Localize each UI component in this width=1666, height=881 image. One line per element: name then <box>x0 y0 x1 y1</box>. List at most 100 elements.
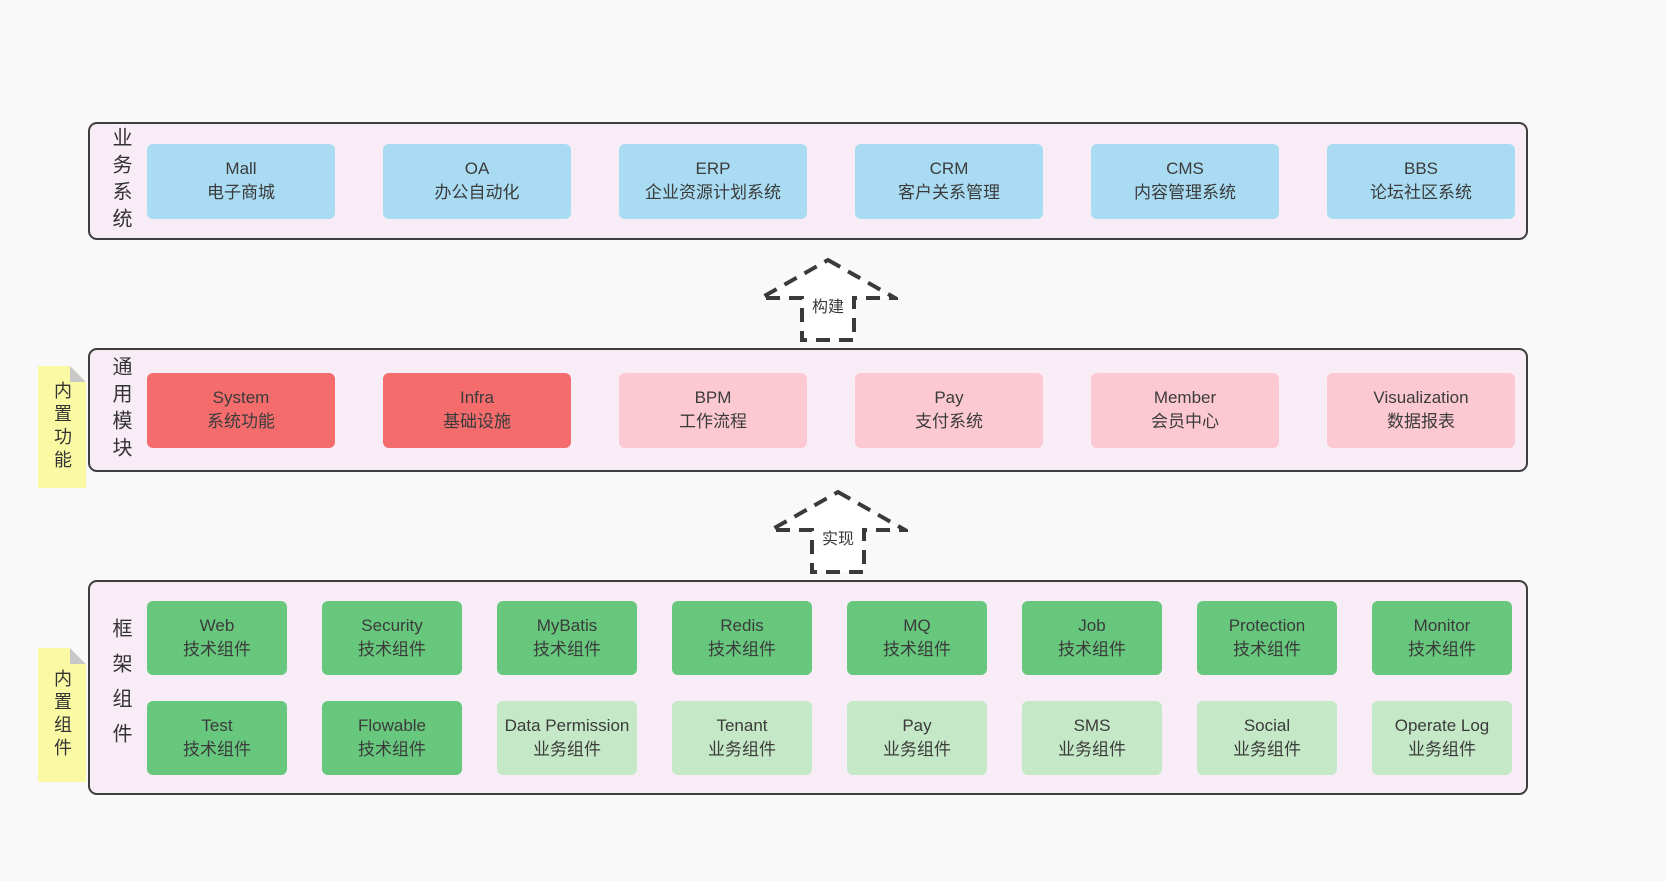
box-subtitle: 业务组件 <box>1233 739 1301 759</box>
builtin-components-note: 内置组件 <box>38 648 86 782</box>
note-fold-corner-icon <box>70 648 86 664</box>
box-subtitle: 工作流程 <box>679 412 747 431</box>
diagram-box-oa: OA 办公自动化 <box>383 143 571 219</box>
box-subtitle: 技术组件 <box>708 639 776 659</box>
box-title: Security <box>361 615 423 635</box>
diagram-box-erp: ERP 企业资源计划系统 <box>619 143 807 219</box>
diagram-box-test: Test 技术组件 <box>147 700 287 775</box>
diagram-box-data-permission: Data Permission 业务组件 <box>497 700 637 775</box>
diagram-box-cms: CMS 内容管理系统 <box>1091 143 1279 219</box>
box-subtitle: 技术组件 <box>358 639 426 659</box>
box-subtitle: 技术组件 <box>1408 639 1476 659</box>
box-subtitle: 业务组件 <box>1058 739 1126 759</box>
box-subtitle: 业务组件 <box>1408 739 1476 759</box>
diagram-box-bpm: BPM 工作流程 <box>619 372 807 448</box>
box-subtitle: 内容管理系统 <box>1134 183 1236 202</box>
diagram-box-mall: Mall 电子商城 <box>147 143 335 219</box>
box-title: MyBatis <box>536 615 598 635</box>
box-title: Redis <box>720 615 764 635</box>
box-title: Test <box>201 715 233 735</box>
panel-side-label: 业务系统 <box>109 127 131 235</box>
diagram-box-visualization: Visualization 数据报表 <box>1327 372 1515 448</box>
box-title: Data Permission <box>504 715 630 735</box>
diagram-box-security: Security 技术组件 <box>322 600 462 675</box>
arrow-label: 构建 <box>809 293 847 317</box>
box-subtitle: 技术组件 <box>358 739 426 759</box>
diagram-box-monitor: Monitor 技术组件 <box>1372 600 1512 675</box>
box-subtitle: 论坛社区系统 <box>1370 183 1472 202</box>
box-title: CRM <box>929 159 969 178</box>
implement-arrow: 实现 <box>768 489 908 575</box>
diagram-box-flowable: Flowable 技术组件 <box>322 700 462 775</box>
box-title: CMS <box>1166 159 1204 178</box>
diagram-box-pay: Pay 支付系统 <box>855 372 1043 448</box>
diagram-box-tenant: Tenant 业务组件 <box>672 700 812 775</box>
box-title: Social <box>1243 715 1291 735</box>
box-title: Operate Log <box>1394 715 1490 735</box>
panel-side-label: 框架组件 <box>109 617 131 758</box>
diagram-box-mq: MQ 技术组件 <box>847 600 987 675</box>
note-text: 内置功能 <box>52 381 72 473</box>
box-title: Pay <box>902 715 932 735</box>
box-title: Infra <box>459 388 495 407</box>
diagram-box-infra: Infra 基础设施 <box>383 372 571 448</box>
panel-side-label: 通用模块 <box>109 356 131 464</box>
arrow-label: 实现 <box>819 525 857 549</box>
diagram-box-pay: Pay 业务组件 <box>847 700 987 775</box>
box-subtitle: 技术组件 <box>1058 639 1126 659</box>
box-title: OA <box>464 159 490 178</box>
builtin-functions-note: 内置功能 <box>38 366 86 488</box>
box-subtitle: 客户关系管理 <box>898 183 1000 202</box>
box-title: Mall <box>225 159 257 178</box>
box-subtitle: 技术组件 <box>183 739 251 759</box>
box-subtitle: 技术组件 <box>883 639 951 659</box>
box-title: BPM <box>694 388 732 407</box>
box-subtitle: 支付系统 <box>915 412 983 431</box>
box-title: BBS <box>1403 159 1439 178</box>
box-title: Pay <box>934 388 964 407</box>
box-title: SMS <box>1073 715 1111 735</box>
diagram-box-system: System 系统功能 <box>147 372 335 448</box>
box-title: System <box>212 388 270 407</box>
diagram-box-crm: CRM 客户关系管理 <box>855 143 1043 219</box>
box-subtitle: 业务组件 <box>883 739 951 759</box>
diagram-box-operate-log: Operate Log 业务组件 <box>1372 700 1512 775</box>
diagram-box-redis: Redis 技术组件 <box>672 600 812 675</box>
diagram-box-sms: SMS 业务组件 <box>1022 700 1162 775</box>
box-title: Flowable <box>357 715 427 735</box>
note-text: 内置组件 <box>52 669 72 761</box>
diagram-box-social: Social 业务组件 <box>1197 700 1337 775</box>
box-title: Monitor <box>1413 615 1471 635</box>
box-subtitle: 系统功能 <box>207 412 275 431</box>
box-title: Tenant <box>716 715 768 735</box>
box-subtitle: 数据报表 <box>1387 412 1455 431</box>
build-arrow: 构建 <box>758 257 898 343</box>
box-title: MQ <box>903 615 931 635</box>
diagram-box-job: Job 技术组件 <box>1022 600 1162 675</box>
box-title: Visualization <box>1373 388 1469 407</box>
box-title: ERP <box>695 159 731 178</box>
box-subtitle: 办公自动化 <box>434 183 520 202</box>
business-systems-box-row: Mall 电子商城 OA 办公自动化 ERP 企业资源计划系统 CRM 客户关系管理 CMS 内容… <box>90 143 1526 219</box>
box-title: Job <box>1078 615 1106 635</box>
box-title: Protection <box>1228 615 1306 635</box>
business-systems-panel: 业务系统 Mall 电子商城 OA 办公自动化 ERP 企业资源计划系统 CRM 客户关系管理… <box>88 122 1528 240</box>
box-subtitle: 基础设施 <box>443 412 511 431</box>
box-subtitle: 业务组件 <box>708 739 776 759</box>
note-fold-corner-icon <box>70 366 86 382</box>
box-subtitle: 技术组件 <box>533 639 601 659</box>
diagram-box-bbs: BBS 论坛社区系统 <box>1327 143 1515 219</box>
diagram-box-web: Web 技术组件 <box>147 600 287 675</box>
box-subtitle: 技术组件 <box>183 639 251 659</box>
box-subtitle: 电子商城 <box>207 183 275 202</box>
box-subtitle: 企业资源计划系统 <box>645 183 781 202</box>
box-title: Member <box>1153 388 1217 407</box>
box-title: Web <box>199 615 235 635</box>
common-modules-panel: 通用模块 System 系统功能 Infra 基础设施 BPM 工作流程 Pay 支付系统 Me… <box>88 348 1528 472</box>
box-subtitle: 业务组件 <box>533 739 601 759</box>
